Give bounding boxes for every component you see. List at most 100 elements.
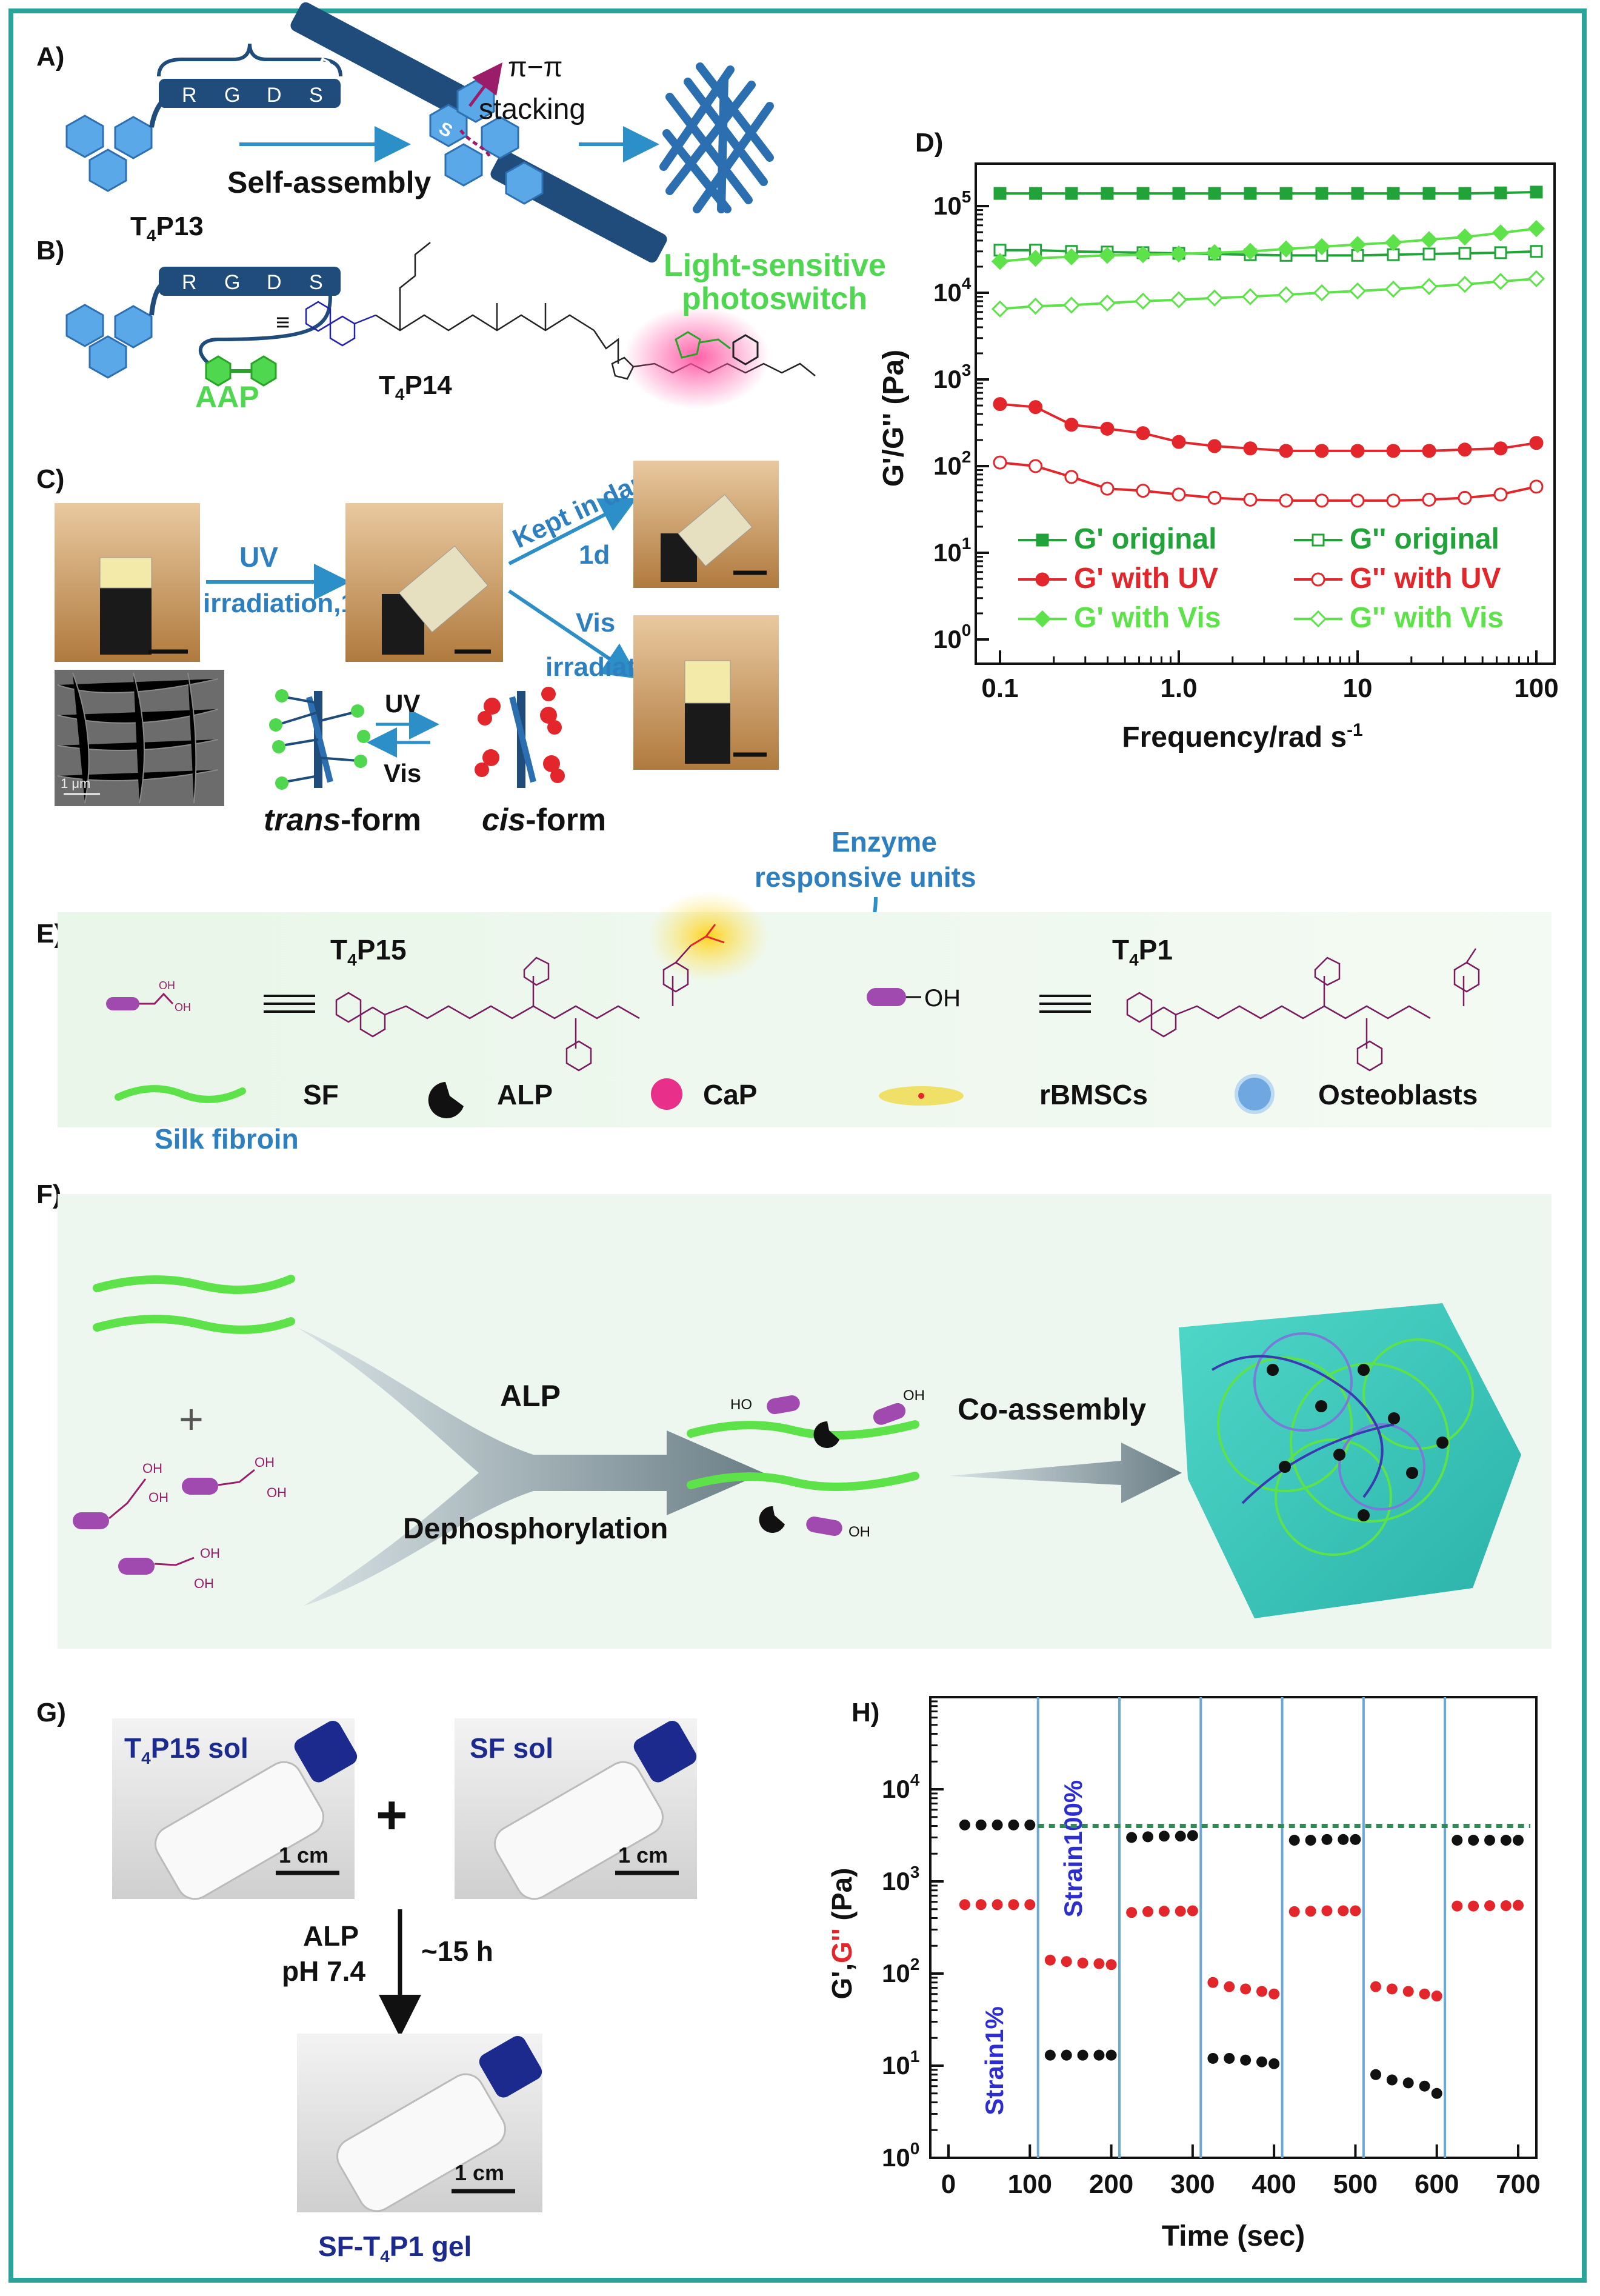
svg-text:OH: OH — [903, 1387, 925, 1404]
chart-d-point — [1351, 187, 1364, 200]
chart-d-point — [1207, 439, 1222, 453]
chart-d-point — [1313, 238, 1331, 256]
chart-d-point — [1205, 289, 1224, 307]
chart-h-point — [1419, 1988, 1430, 2000]
silk-fibroin-label: Silk fibroin — [155, 1123, 299, 1155]
chart-d-legend-label: G' with UV — [1074, 562, 1218, 595]
chart-d-series-line — [999, 402, 1537, 452]
chart-d-point — [1277, 240, 1295, 258]
chart-d-legend-marker — [1309, 610, 1327, 628]
chart-d-point — [1028, 400, 1043, 415]
panel-c: C) 1 μm UV irradiation,1h Kept in dark 1… — [36, 461, 779, 838]
svg-text:R: R — [182, 271, 197, 294]
chart-h-point — [1305, 1906, 1316, 1917]
chart-h-point — [992, 1819, 1003, 1830]
chart-d-point — [1384, 280, 1402, 298]
chart-d-point — [1348, 282, 1367, 300]
svg-text:OH: OH — [194, 1576, 214, 1591]
gel-label: SF-T4P1 gel — [318, 2231, 472, 2266]
plus-sign-f: + — [179, 1395, 204, 1443]
equiv-sign: ≡ — [276, 309, 290, 336]
chart-d-point — [1101, 187, 1114, 200]
vis-label-c: Vis — [576, 608, 615, 638]
chart-h-point — [1338, 1834, 1349, 1845]
alp-in-gel — [1267, 1364, 1448, 1521]
chart-d-point — [1208, 187, 1221, 200]
chart-d-point — [1134, 246, 1152, 264]
chart-h-point — [1305, 1835, 1316, 1846]
chart-h-point — [1256, 2056, 1267, 2067]
t4p14-label: T4P14 — [379, 370, 452, 404]
irradiation-1h-label: irradiation,1h — [203, 589, 372, 618]
chart-h-point — [959, 1899, 970, 1911]
plus-sign-g: + — [376, 1785, 408, 1846]
light-sensitive-label: Light-sensitive — [664, 248, 886, 283]
vis-arrow — [508, 589, 639, 679]
chart-h-point — [1268, 2058, 1280, 2069]
chart-h-point — [1500, 1900, 1512, 1912]
fluorenyl-group-b — [65, 304, 153, 379]
chart-h-point — [1224, 2052, 1235, 2064]
chart-h-point — [1187, 1905, 1198, 1917]
chart-d-legend-label: G'' with Vis — [1350, 602, 1504, 634]
scale-g1: 1 cm — [279, 1843, 328, 1867]
chart-d-ylabel: G'/G'' (Pa) — [878, 350, 910, 487]
chart-h-point — [1077, 2049, 1088, 2061]
chart-h-point — [1256, 1986, 1267, 1997]
chart-h-point — [1484, 1835, 1495, 1846]
chart-d-point — [1348, 236, 1367, 253]
chart-h-point — [975, 1899, 987, 1911]
panel-d-chart: D) G'/G'' (Pa) Frequency/rad s-1 1001011… — [878, 128, 1559, 753]
chart-d-point — [1098, 247, 1116, 264]
panel-e-band — [58, 912, 1552, 1127]
chart-d-point — [1422, 492, 1436, 507]
chart-h-point — [1513, 1900, 1524, 1911]
residue-d: D — [267, 84, 282, 107]
chart-d-legend-marker — [1035, 572, 1050, 587]
chart-d-point — [1136, 187, 1150, 200]
chart-h-point — [1024, 1899, 1036, 1911]
svg-text:D: D — [267, 271, 282, 294]
chart-d-point — [1458, 247, 1472, 260]
vial-2-tilted — [398, 546, 488, 633]
chart-h-point — [1044, 2049, 1056, 2061]
cap-g2 — [633, 1720, 697, 1783]
svg-text:OH: OH — [159, 979, 175, 992]
dark-arrow — [508, 498, 638, 566]
chart-d-xtick-label: 1.0 — [1160, 673, 1197, 703]
chart-d-point — [1350, 444, 1365, 458]
cap-g3 — [479, 2035, 542, 2098]
svg-text:S: S — [309, 271, 323, 294]
svg-text:D: D — [395, 96, 416, 120]
chart-h-point — [1105, 2049, 1117, 2061]
azo-group-icon — [675, 331, 759, 365]
chart-h-xlabel: Time (sec) — [1162, 2220, 1305, 2252]
chart-d-point — [1420, 231, 1438, 249]
brace-a — [157, 43, 342, 77]
legend-alp: ALP — [497, 1079, 553, 1110]
chart-d-point — [993, 397, 1007, 412]
hydrogel-network-icon — [1179, 1303, 1521, 1618]
chart-h-point — [1431, 1991, 1442, 2002]
chart-h-point — [1452, 1835, 1463, 1846]
chart-d-ytick-label: 103 — [933, 361, 971, 393]
photoswitch-label: photoswitch — [682, 281, 867, 316]
chart-d-point — [1028, 459, 1043, 473]
chart-d-point — [991, 253, 1009, 270]
chart-d-point — [1350, 493, 1365, 508]
oh-label: OH — [924, 985, 961, 1012]
chart-h-point — [1350, 1834, 1361, 1845]
residue-s: S — [309, 84, 323, 107]
chart-d-point — [1387, 187, 1400, 200]
panel-a: A) R G D S T4P13 Self-assembly — [36, 2, 774, 296]
chart-h-point — [1321, 1905, 1333, 1917]
sf-sol-label: SF sol — [470, 1732, 553, 1764]
chart-d-point — [991, 300, 1009, 318]
chart-d-point — [1205, 244, 1224, 261]
rbmsc-nucleus — [918, 1093, 924, 1099]
chart-h-point — [1386, 1983, 1398, 1995]
chart-d-point — [1386, 493, 1401, 508]
chart-d-point — [1027, 298, 1044, 315]
